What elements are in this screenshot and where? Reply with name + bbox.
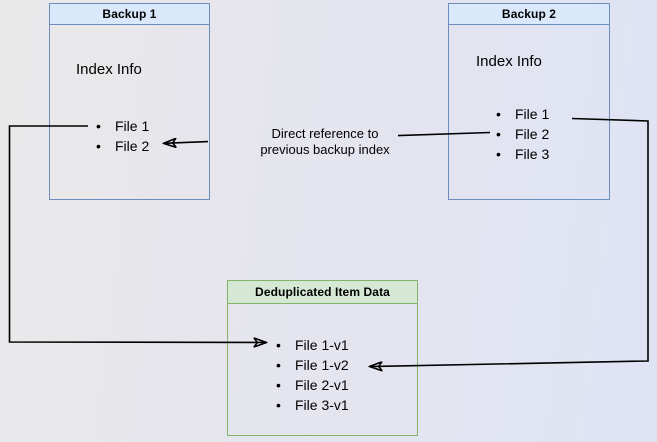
backup1-file-list: • File 1 • File 2: [96, 116, 149, 156]
dedup-file-2v1: File 2-v1: [295, 377, 349, 393]
list-item: • File 2: [96, 136, 149, 156]
backup1-file-1: File 1: [115, 118, 150, 134]
bullet-icon: •: [276, 377, 281, 393]
list-item: • File 2-v1: [276, 375, 349, 395]
backup2-title: Backup 2: [449, 4, 609, 25]
list-item: • File 3-v1: [276, 395, 349, 415]
list-item: • File 1: [496, 104, 549, 124]
dedup-file-1v1: File 1-v1: [295, 337, 349, 353]
bullet-icon: •: [96, 118, 101, 134]
bullet-icon: •: [496, 106, 501, 122]
bullet-icon: •: [96, 138, 101, 154]
list-item: • File 2: [496, 124, 549, 144]
backup2-file-3: File 3: [515, 146, 550, 162]
backup1-file-2: File 2: [115, 138, 150, 154]
annotation-line2: previous backup index: [260, 142, 390, 157]
backup2-index-info-label: Index Info: [476, 53, 542, 70]
bullet-icon: •: [276, 337, 281, 353]
backup1-title: Backup 1: [50, 4, 209, 25]
direct-reference-annotation: Direct reference to previous backup inde…: [235, 126, 415, 158]
bullet-icon: •: [276, 357, 281, 373]
list-item: • File 3: [496, 144, 549, 164]
backup2-box: Backup 2: [448, 3, 610, 200]
backup1-box: Backup 1: [49, 3, 210, 200]
dedup-title: Deduplicated Item Data: [228, 281, 417, 304]
list-item: • File 1-v2: [276, 355, 349, 375]
backup2-file-1: File 1: [515, 106, 550, 122]
dedup-box: Deduplicated Item Data: [227, 280, 418, 436]
backup2-file-list: • File 1 • File 2 • File 3: [496, 104, 549, 164]
bullet-icon: •: [276, 397, 281, 413]
backup2-file-2: File 2: [515, 126, 550, 142]
annotation-line1: Direct reference to: [271, 126, 379, 141]
dedup-file-list: • File 1-v1 • File 1-v2 • File 2-v1 • File 3…: [276, 335, 349, 415]
list-item: • File 1: [96, 116, 149, 136]
backup1-index-info-label: Index Info: [76, 61, 142, 78]
dedup-file-3v1: File 3-v1: [295, 397, 349, 413]
dedup-file-1v2: File 1-v2: [295, 357, 349, 373]
bullet-icon: •: [496, 146, 501, 162]
list-item: • File 1-v1: [276, 335, 349, 355]
bullet-icon: •: [496, 126, 501, 142]
